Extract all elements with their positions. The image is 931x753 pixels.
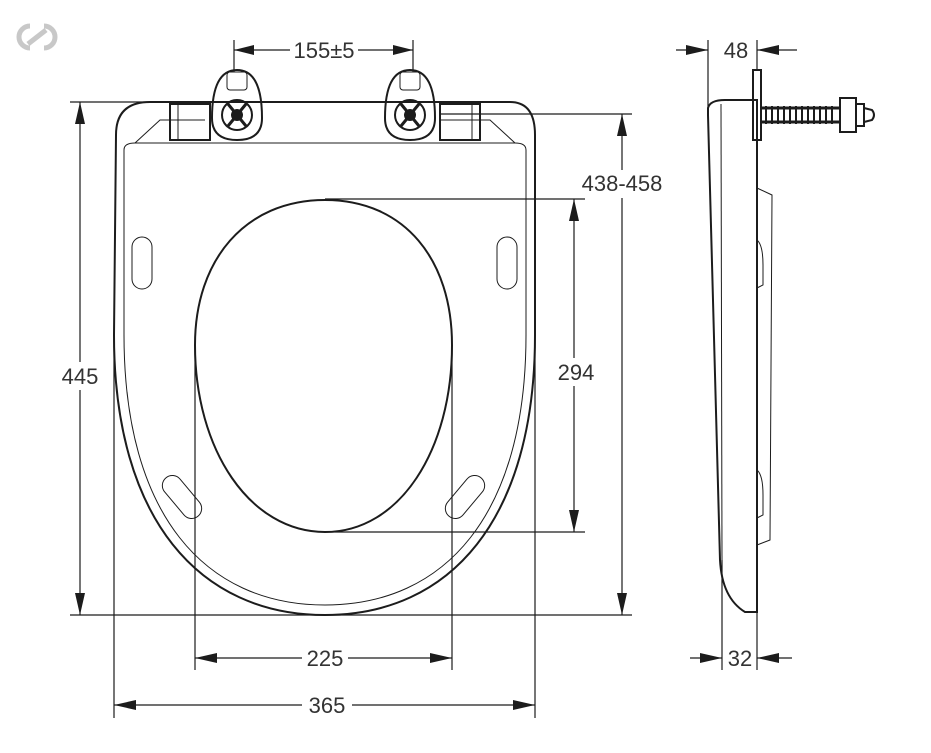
bumper-slot-left — [131, 236, 153, 290]
dimension-hinge-spacing: 155±5 — [233, 36, 414, 72]
dimension-total-length: 445 — [58, 101, 330, 616]
dimension-bolt-length: 48 — [676, 38, 797, 108]
total-length-label: 445 — [62, 364, 99, 389]
bumper-slot-right — [496, 236, 518, 290]
opening-width-label: 225 — [307, 646, 344, 671]
dimension-opening-length: 294 — [325, 198, 596, 533]
dimension-total-width: 365 — [113, 335, 536, 719]
seat-side-view — [707, 69, 875, 613]
seat-opening — [193, 198, 454, 534]
bumper-slot-lower-right — [444, 475, 486, 519]
seat-top-view — [112, 68, 536, 617]
side-seat-body — [707, 99, 758, 613]
seat-inner-rim — [123, 142, 527, 606]
dimension-opening-width: 225 — [194, 345, 453, 672]
bumper-slot-lower-left — [161, 475, 203, 519]
hinge-left — [169, 68, 264, 142]
side-bolt — [762, 97, 875, 133]
hinge-to-front-label: 438-458 — [582, 171, 663, 196]
dimension-seat-thickness: 32 — [690, 560, 792, 671]
link-logo-icon — [16, 23, 58, 51]
hinge-right — [383, 68, 481, 142]
hinge-spacing-label: 155±5 — [293, 38, 354, 63]
bolt-length-label: 48 — [724, 38, 748, 63]
dimension-hinge-to-front: 438-458 — [330, 113, 666, 616]
seat-thickness-label: 32 — [728, 646, 752, 671]
seat-outer-outline — [112, 101, 536, 617]
total-width-label: 365 — [309, 693, 346, 718]
opening-length-label: 294 — [558, 360, 595, 385]
